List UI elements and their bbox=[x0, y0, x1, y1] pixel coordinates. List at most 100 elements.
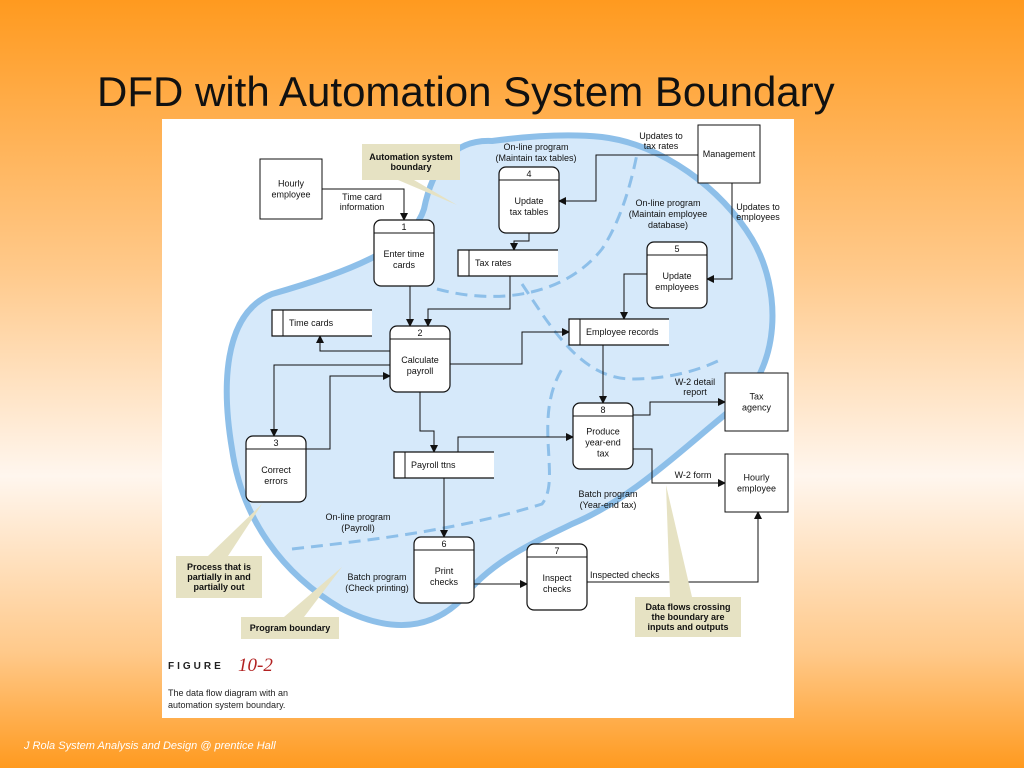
program-label-online-payroll: On-line program(Payroll) bbox=[325, 512, 390, 533]
process-p5-label-line: Update bbox=[662, 271, 691, 281]
external-management[interactable]: Management bbox=[697, 124, 761, 184]
program-label-batch-check-printing-line: Batch program bbox=[347, 572, 406, 582]
process-number: 4 bbox=[526, 169, 531, 179]
data-store-tax-rates[interactable]: Tax rates bbox=[457, 249, 558, 277]
flow-p4-to-tax-rates bbox=[510, 233, 530, 251]
flow-label-w2-form: W-2 form bbox=[675, 470, 712, 480]
dfd-diagram: HourlyemployeeManagementTaxagencyHourlye… bbox=[176, 124, 789, 639]
flow-payroll-to-p8 bbox=[457, 433, 574, 452]
process-number: 1 bbox=[401, 222, 406, 232]
program-label-online-maintain-tax-tables-line: On-line program bbox=[503, 142, 568, 152]
flow-tax-rates-to-p2 bbox=[424, 276, 511, 327]
callout-data-flows-crossing-line: Data flows crossing bbox=[645, 602, 730, 612]
flow-label-time-card-information-line: Time card bbox=[342, 192, 382, 202]
flow-p2-to-payroll-ttns bbox=[419, 392, 438, 453]
data-store-payroll-ttns[interactable]: Payroll ttns bbox=[393, 451, 494, 479]
flow-management-to-p5 bbox=[706, 183, 733, 283]
data-store-label: Time cards bbox=[289, 318, 334, 328]
external-hourly-employee-source-label-line: Hourly bbox=[278, 179, 305, 189]
dfd-nodes: HourlyemployeeManagementTaxagencyHourlye… bbox=[245, 124, 789, 611]
process-p1-label-line: cards bbox=[393, 260, 416, 270]
flow-p3-to-p2 bbox=[306, 372, 391, 450]
program-label-batch-year-end-tax-line: Batch program bbox=[578, 489, 637, 499]
program-label-online-maintain-employee-database-line: On-line program bbox=[635, 198, 700, 208]
callout-process-partially-in-out-line: partially out bbox=[193, 582, 244, 592]
flow-label-updates-to-employees-line: employees bbox=[736, 212, 780, 222]
figure-label: FIGURE bbox=[168, 661, 224, 672]
process-p1-label-line: Enter time bbox=[383, 249, 424, 259]
program-boundary-employee bbox=[520, 283, 723, 381]
flow-p7-to-hourly-employee bbox=[587, 511, 762, 583]
slide-title: DFD with Automation System Boundary bbox=[97, 68, 835, 115]
program-label-batch-year-end-tax-line: (Year-end tax) bbox=[580, 500, 637, 510]
process-number: 3 bbox=[273, 438, 278, 448]
callout-process-partially-in-out-line: partially in and bbox=[187, 572, 251, 582]
callout-program-boundary: Program boundary bbox=[241, 567, 342, 639]
callout-automation-system-boundary-line: Automation system bbox=[369, 152, 453, 162]
process-number: 7 bbox=[554, 546, 559, 556]
external-hourly-employee-source-label-line: employee bbox=[271, 190, 310, 200]
flow-p5-to-employee-records bbox=[620, 273, 647, 320]
flow-label-time-card-information-line: information bbox=[340, 202, 385, 212]
program-label-batch-year-end-tax: Batch program(Year-end tax) bbox=[578, 489, 637, 510]
flow-label-updates-to-tax-rates-line: tax rates bbox=[644, 141, 679, 151]
process-p8-label-line: tax bbox=[597, 449, 610, 459]
data-store-time-cards[interactable]: Time cards bbox=[271, 309, 372, 337]
process-number: 8 bbox=[600, 405, 605, 415]
callout-process-partially-in-out-line: Process that is bbox=[187, 562, 251, 572]
external-management-label-line: Management bbox=[703, 149, 756, 159]
flow-label-w2-form-line: W-2 form bbox=[675, 470, 712, 480]
flow-label-inspected-checks-line: Inspected checks bbox=[590, 570, 660, 580]
data-store-label: Employee records bbox=[586, 327, 659, 337]
process-p4-label-line: Update bbox=[514, 196, 543, 206]
data-store-label: Payroll ttns bbox=[411, 460, 456, 470]
process-p2-label-line: Calculate bbox=[401, 355, 439, 365]
program-label-online-maintain-employee-database-line: database) bbox=[648, 220, 688, 230]
process-p6-label-line: Print bbox=[435, 566, 454, 576]
process-p3-label-line: errors bbox=[264, 476, 288, 486]
external-hourly-employee-sink-label-line: Hourly bbox=[743, 473, 770, 483]
callout-data-flows-crossing-line: the boundary are bbox=[651, 612, 724, 622]
flow-label-w2-detail-report-line: report bbox=[683, 387, 707, 397]
program-boundary-tax-tables bbox=[436, 153, 639, 298]
program-label-online-payroll-line: On-line program bbox=[325, 512, 390, 522]
process-p5-label-line: employees bbox=[655, 282, 699, 292]
program-boundaries bbox=[291, 153, 723, 551]
process-number: 2 bbox=[417, 328, 422, 338]
program-label-online-payroll-line: (Payroll) bbox=[341, 523, 375, 533]
external-hourly-employee-sink-label-line: employee bbox=[737, 484, 776, 494]
program-label-batch-check-printing: Batch program(Check printing) bbox=[345, 572, 409, 593]
flow-p8-to-tax-agency bbox=[633, 398, 726, 416]
external-tax-agency-label-line: agency bbox=[742, 403, 772, 413]
process-number: 6 bbox=[441, 539, 446, 549]
process-p6-label-line: checks bbox=[430, 577, 459, 587]
callout-automation-system-boundary-line: boundary bbox=[390, 162, 431, 172]
flow-p2-to-p3 bbox=[270, 364, 390, 437]
process-p7-label-line: Inspect bbox=[542, 573, 572, 583]
flow-label-updates-to-employees-line: Updates to bbox=[736, 202, 780, 212]
process-p4-label-line: tax tables bbox=[510, 207, 549, 217]
slide-footer: J Rola System Analysis and Design @ pren… bbox=[24, 740, 276, 752]
data-store-employee-records[interactable]: Employee records bbox=[568, 318, 669, 346]
